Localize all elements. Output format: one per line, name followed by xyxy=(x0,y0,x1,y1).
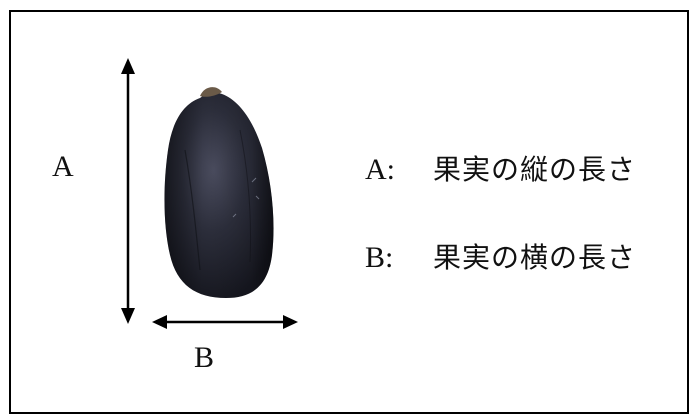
legend: A: 果実の縦の長さ B: 果実の横の長さ xyxy=(365,148,675,324)
fruit-texture-spot xyxy=(232,177,260,218)
legend-key-b: B: xyxy=(365,241,394,274)
arrow-vertical-icon xyxy=(121,58,135,324)
arrow-horizontal-head-right xyxy=(283,315,298,329)
legend-text-b: 果実の横の長さ xyxy=(433,241,637,274)
arrow-vertical-head-top xyxy=(121,58,135,74)
fruit-tip xyxy=(200,87,222,97)
legend-key-a: A: xyxy=(365,153,395,186)
fruit-image xyxy=(164,87,274,299)
legend-row-a: A: 果実の縦の長さ xyxy=(365,148,675,186)
fruit-texture-line xyxy=(184,149,201,271)
legend-text-a: 果実の縦の長さ xyxy=(433,153,637,186)
arrow-vertical-head-bottom xyxy=(121,308,135,324)
figure-frame xyxy=(9,10,689,414)
fruit-texture-line xyxy=(239,129,252,263)
arrow-horizontal-head-left xyxy=(152,315,167,329)
label-b: B xyxy=(194,341,215,374)
arrow-horizontal-icon xyxy=(152,315,298,329)
fruit-shading xyxy=(164,92,274,299)
label-a: A xyxy=(52,150,74,183)
legend-row-b: B: 果実の横の長さ xyxy=(365,236,675,274)
